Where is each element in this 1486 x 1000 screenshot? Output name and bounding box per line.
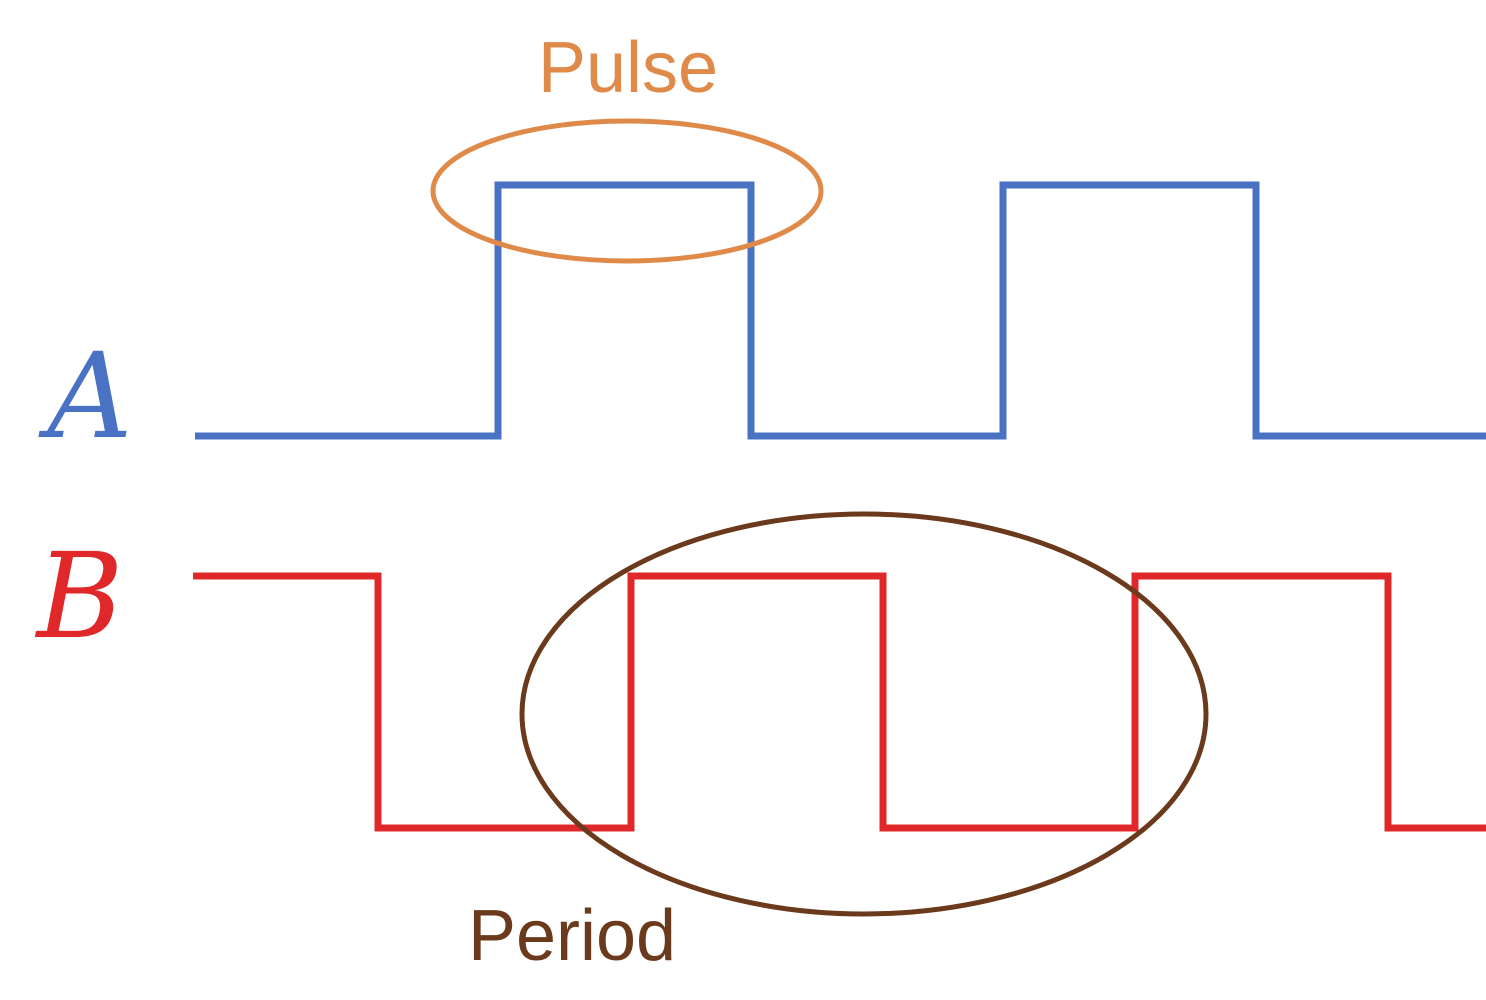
pulse-label: Pulse [538,28,718,108]
period-ellipse [519,511,1209,917]
channel-b-waveform [193,572,1486,832]
channel-a-label: A [38,327,132,465]
period-label: Period [468,896,676,976]
pulse-ellipse [430,118,824,264]
channel-b-label: B [35,527,124,665]
channel-a-waveform [195,181,1486,440]
